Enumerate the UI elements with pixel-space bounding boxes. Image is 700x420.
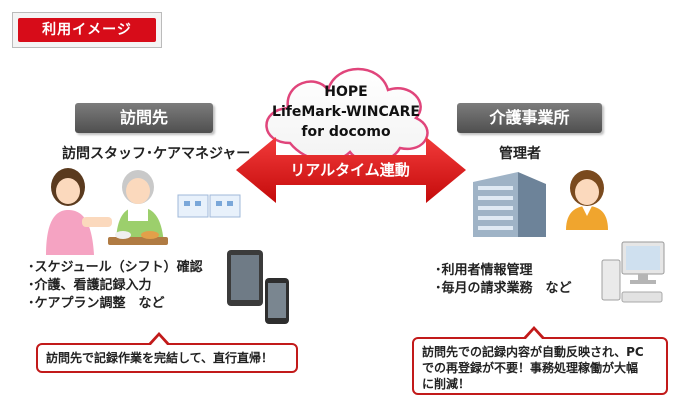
- office-callout-line: での再登録が不要！事務処理稼働が大幅: [422, 361, 639, 375]
- visit-callout: 訪問先で記録作業を完結して、直行直帰！: [36, 343, 298, 373]
- smartphone-icon: [265, 278, 289, 324]
- office-callout: 訪問先での記録内容が自動反映され、PC での再登録が不要！事務処理稼働が大幅 に…: [412, 337, 668, 395]
- visit-task-item: ･ケアプラン調整 など: [28, 296, 165, 311]
- office-task-item: ･毎月の請求業務 など: [435, 281, 572, 296]
- title-tag-label: 利用イメージ: [18, 18, 156, 42]
- manager-avatar: [566, 170, 608, 230]
- office-role: 管理者: [499, 146, 541, 162]
- cloud-line-3: for docomo: [301, 124, 391, 140]
- visit-callout-tail-inner: [150, 336, 168, 346]
- office-header: 介護事業所: [457, 103, 602, 133]
- tablet-icon: [227, 250, 289, 324]
- office-callout-line: に削減！: [422, 377, 471, 391]
- desktop-pc-icon: [601, 241, 665, 303]
- cloud-line-2: LifeMark-WINCARE: [272, 104, 420, 120]
- visit-task-item: ･介護、看護記録入力: [28, 278, 152, 293]
- office-task-item: ･利用者情報管理: [435, 263, 533, 278]
- visit-task-list: ･スケジュール（シフト）確認 ･介護、看護記録入力 ･ケアプラン調整 など: [28, 259, 203, 313]
- office-callout-line: 訪問先での記録内容が自動反映され、PC: [422, 345, 644, 359]
- caregiver-illustration: [46, 168, 241, 255]
- visit-task-item: ･スケジュール（シフト）確認: [28, 260, 203, 275]
- office-task-list: ･利用者情報管理 ･毎月の請求業務 など: [435, 262, 572, 298]
- visit-role: 訪問スタッフ･ケアマネジャー: [62, 146, 251, 162]
- visit-header: 訪問先: [75, 103, 213, 133]
- office-building-icon: [473, 172, 546, 237]
- office-callout-tail-inner: [525, 330, 543, 340]
- title-tag: 利用イメージ: [12, 12, 162, 48]
- sync-label: リアルタイム連動: [290, 161, 410, 179]
- cloud-line-1: HOPE: [324, 84, 368, 100]
- double-arrow: [236, 137, 466, 203]
